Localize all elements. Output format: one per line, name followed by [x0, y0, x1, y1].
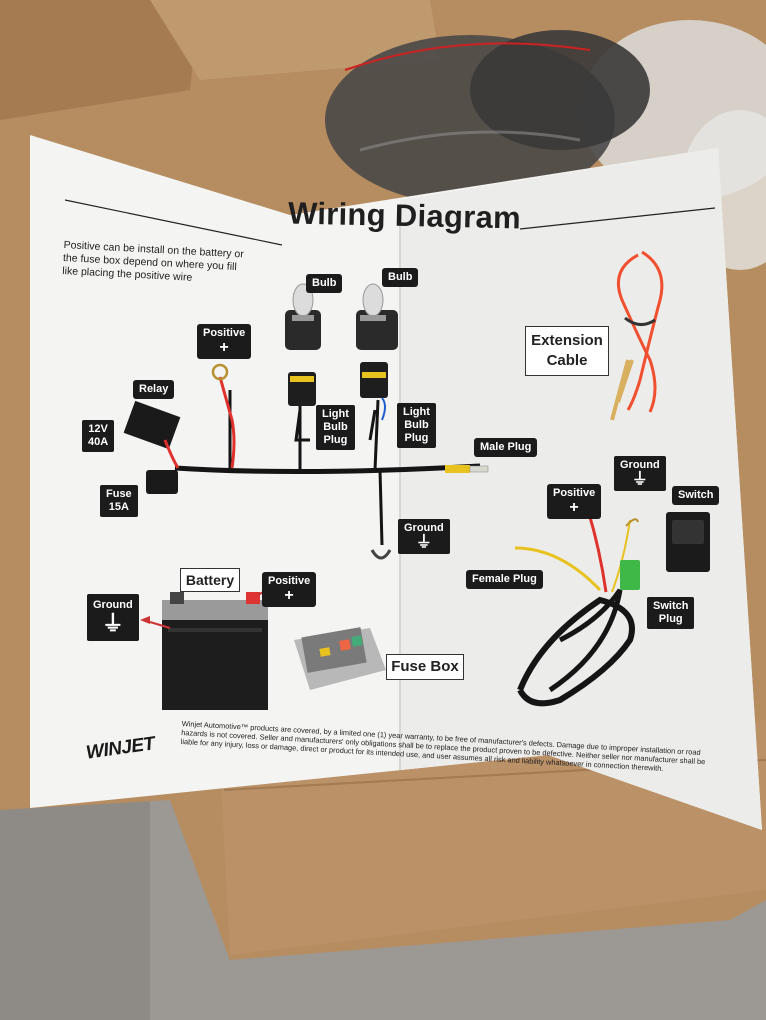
plus-icon: +: [569, 499, 579, 516]
positive-right-label: Positive +: [547, 484, 602, 519]
bulb-left-label: Bulb: [306, 274, 343, 293]
female-plug-label: Female Plug: [466, 570, 543, 589]
positive-battery-label: Positive +: [262, 572, 317, 607]
plus-icon: +: [219, 339, 229, 356]
bulb-right: [356, 283, 398, 350]
battery-label: Battery: [180, 568, 240, 592]
fuse-box-label: Fuse Box: [386, 654, 464, 680]
light-bulb-plug-right-label: Light Bulb Plug: [397, 403, 436, 448]
plus-icon: +: [284, 587, 294, 604]
relay-rating-label: 12V 40A: [82, 420, 115, 452]
fuse-label: Fuse 15A: [100, 485, 138, 517]
relay-label: Relay: [133, 380, 175, 399]
bulb-right-label: Bulb: [382, 268, 419, 287]
ground-center-label: Ground ⏚: [398, 519, 450, 554]
ground-icon: ⏚: [101, 611, 124, 636]
extension-cable-graphic: [610, 250, 664, 421]
switch-graphic: [666, 512, 710, 572]
switch-label: Switch: [672, 486, 720, 505]
fuse-box: [294, 627, 386, 690]
battery: [162, 592, 268, 710]
ground-icon: ⏚: [415, 534, 432, 551]
ground-right-label: Ground ⏚: [614, 456, 666, 491]
male-plug-label: Male Plug: [474, 438, 538, 457]
diagram-title: Wiring Diagram: [287, 195, 522, 236]
light-bulb-plug-left-label: Light Bulb Plug: [316, 405, 355, 450]
ground-icon: ⏚: [631, 471, 648, 488]
extension-cable-label: Extension Cable: [525, 326, 609, 376]
ground-left-label: Ground ⏚: [87, 594, 139, 641]
positive-top-label: Positive +: [197, 324, 252, 359]
switch-plug-label: Switch Plug: [647, 597, 695, 629]
